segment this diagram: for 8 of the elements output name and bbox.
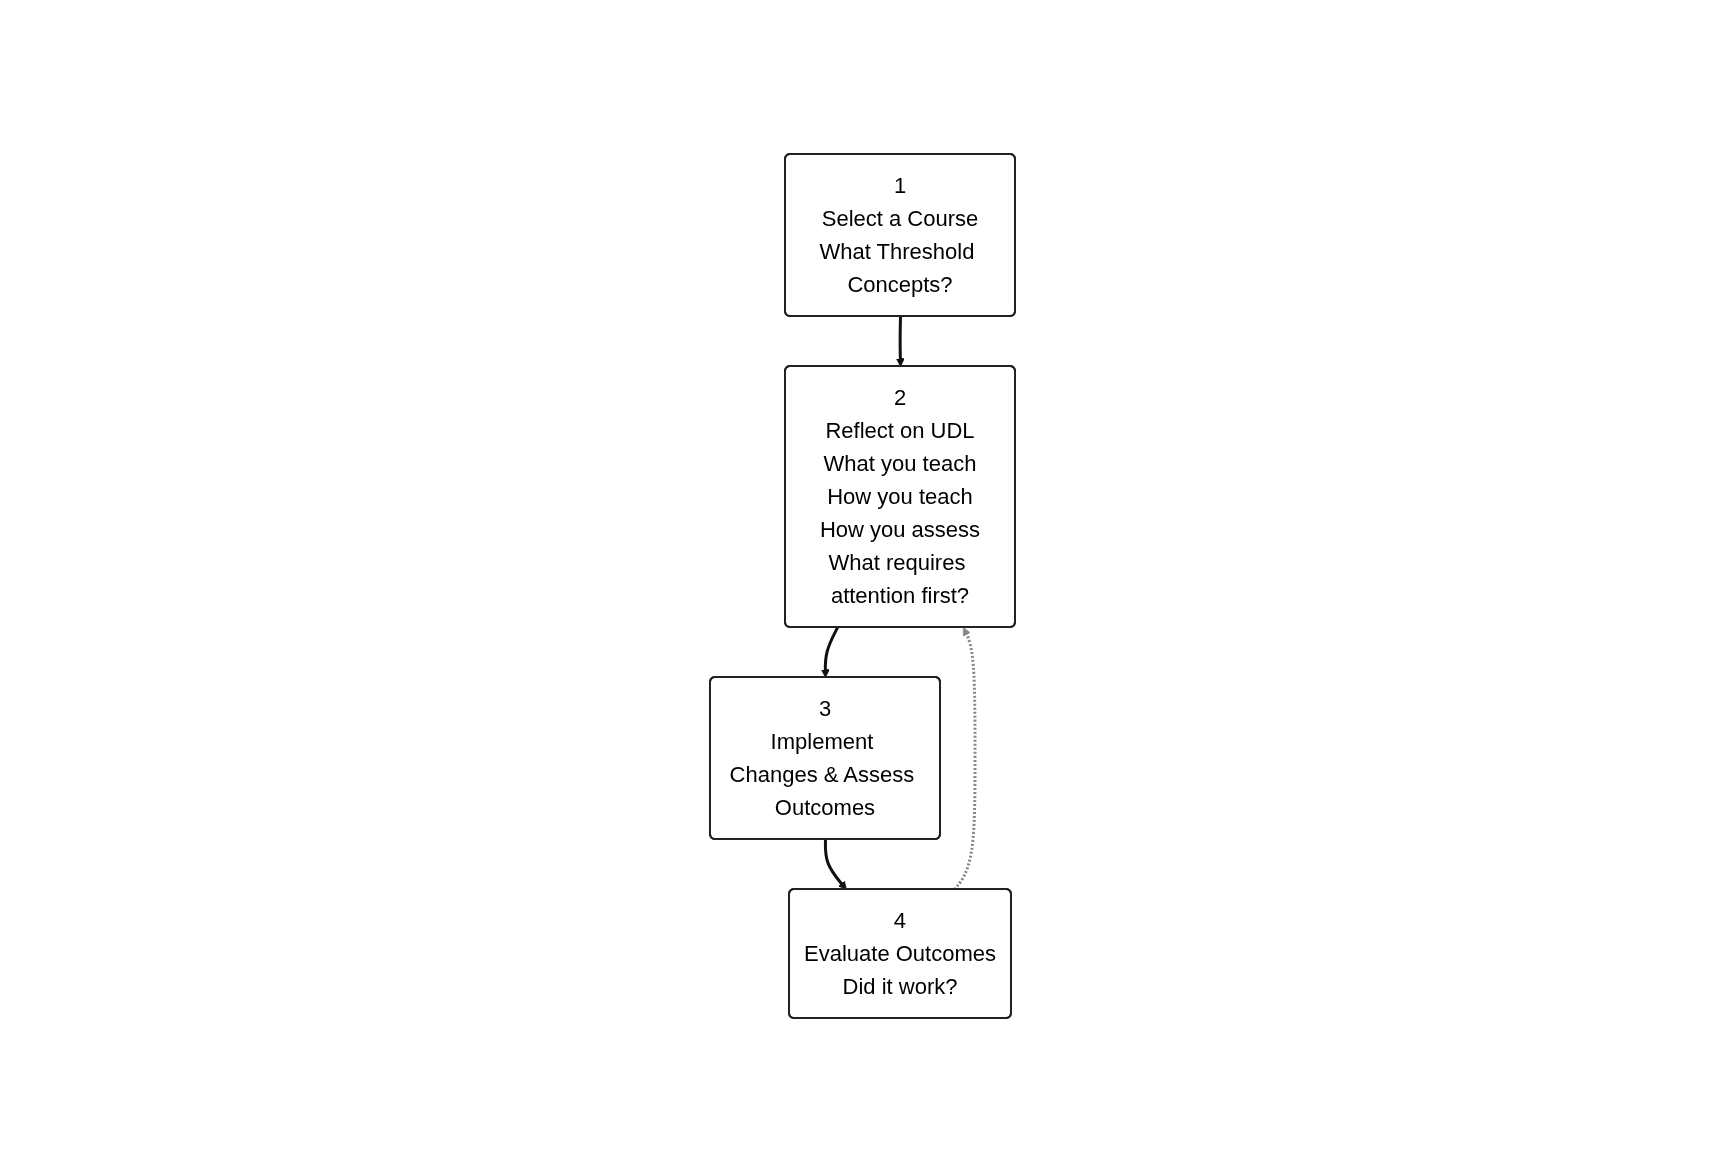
node-text: 3 Implement Changes & Assess Outcomes: [729, 696, 915, 820]
arrow: [895, 316, 905, 367]
arrow: [820, 626, 839, 678]
arrow: [953, 627, 977, 891]
node-text: 4 Evaluate Outcomes Did it work?: [804, 908, 996, 999]
node-text: 2 Reflect on UDL What you teach How you teach How you assess What requires attention first?: [819, 385, 981, 608]
arrow: [823, 839, 847, 890]
node-text: 1 Select a Course What Threshold Concepts?: [819, 173, 979, 297]
